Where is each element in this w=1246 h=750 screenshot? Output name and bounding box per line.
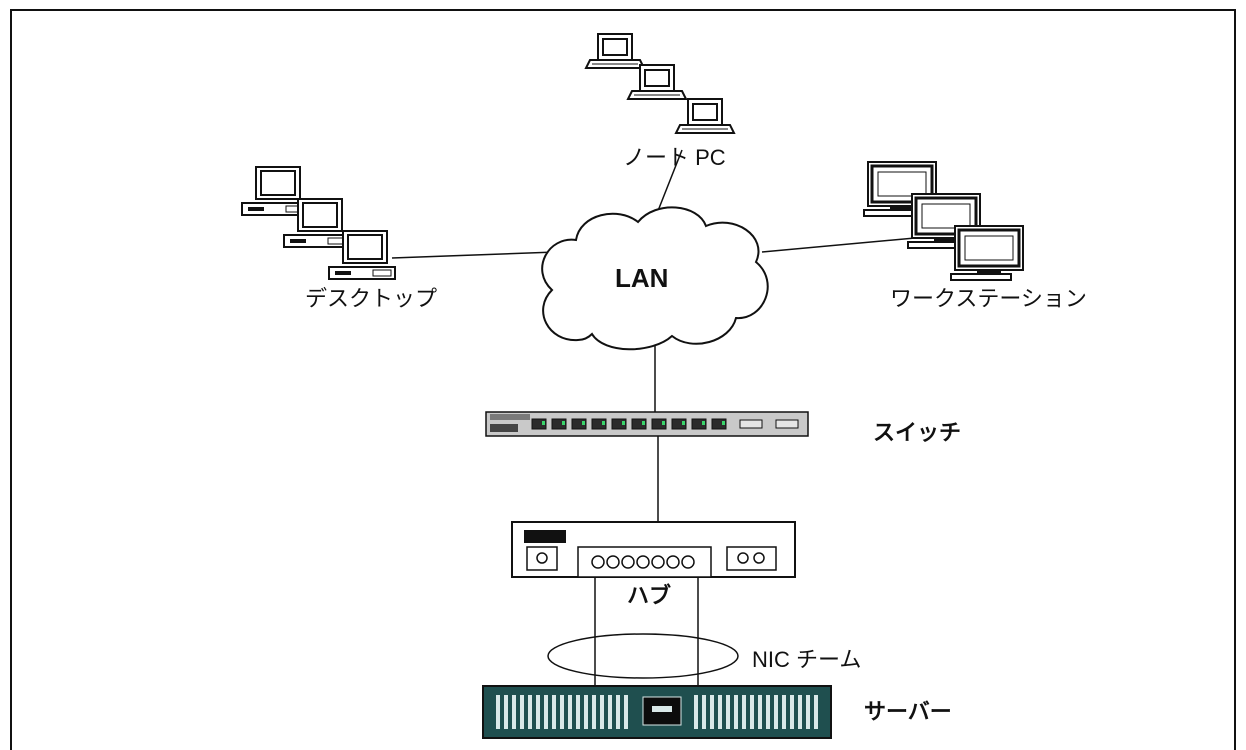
server-vent-slot — [544, 695, 548, 729]
server-vent-slot — [806, 695, 810, 729]
lan-cloud: LAN — [541, 206, 769, 351]
nic-team-ellipse — [547, 633, 739, 679]
server-vent-slot — [798, 695, 802, 729]
server-vent-slot — [774, 695, 778, 729]
server-device — [482, 685, 832, 739]
link-desktop-lan — [391, 251, 557, 259]
hub-label: ハブ — [627, 583, 671, 608]
server-slots-right — [694, 695, 818, 729]
workstation-label: ワークステーション — [890, 286, 1087, 311]
cloud-shape — [541, 206, 769, 351]
switch-label: スイッチ — [873, 420, 961, 445]
server-slots-left — [496, 695, 628, 729]
desktop-group — [241, 166, 396, 280]
server-vent-slot — [568, 695, 572, 729]
server-label: サーバー — [864, 699, 952, 724]
server-vent-slot — [710, 695, 714, 729]
workstation-group — [862, 160, 1025, 282]
link-workstation-lan — [761, 237, 916, 253]
server-vent-slot — [742, 695, 746, 729]
server-vent-slot — [520, 695, 524, 729]
switch-port — [531, 418, 547, 430]
diagram-frame — [10, 9, 1236, 750]
server-vent-slot — [758, 695, 762, 729]
server-vent-slot — [576, 695, 580, 729]
server-vent-slot — [616, 695, 620, 729]
switch-port — [571, 418, 587, 430]
server-vent-slot — [552, 695, 556, 729]
server-vent-slot — [592, 695, 596, 729]
server-vent-slot — [726, 695, 730, 729]
server-vent-slot — [790, 695, 794, 729]
server-vent-slot — [750, 695, 754, 729]
server-vent-slot — [528, 695, 532, 729]
nic-team-label: NIC チーム — [752, 647, 861, 672]
server-vent-slot — [560, 695, 564, 729]
switch-port — [551, 418, 567, 430]
connections — [391, 149, 916, 686]
server-vent-slot — [608, 695, 612, 729]
switch-device — [485, 411, 809, 437]
server-vent-slot — [496, 695, 500, 729]
server-vent-slot — [512, 695, 516, 729]
workstation-icon — [949, 224, 1025, 282]
notebook-icon — [675, 98, 735, 134]
notebook-group — [585, 33, 735, 134]
server-vent-slot — [814, 695, 818, 729]
switch-port — [711, 418, 727, 430]
server-vent-slot — [600, 695, 604, 729]
notebook-icon — [585, 33, 645, 69]
lan-label: LAN — [615, 263, 668, 293]
server-vent-slot — [694, 695, 698, 729]
server-vent-slot — [536, 695, 540, 729]
server-vent-slot — [624, 695, 628, 729]
server-vent-slot — [584, 695, 588, 729]
notebook-icon — [627, 64, 687, 100]
notebook-label: ノート PC — [623, 145, 726, 170]
hub-device — [511, 521, 796, 578]
server-vent-slot — [766, 695, 770, 729]
switch-port — [611, 418, 627, 430]
desktop-label: デスクトップ — [305, 286, 437, 311]
server-vent-slot — [734, 695, 738, 729]
server-vent-slot — [782, 695, 786, 729]
switch-port — [671, 418, 687, 430]
switch-port — [691, 418, 707, 430]
server-vent-slot — [718, 695, 722, 729]
switch-port — [631, 418, 647, 430]
switch-port — [651, 418, 667, 430]
server-vent-slot — [702, 695, 706, 729]
switch-port — [591, 418, 607, 430]
server-vent-slot — [504, 695, 508, 729]
